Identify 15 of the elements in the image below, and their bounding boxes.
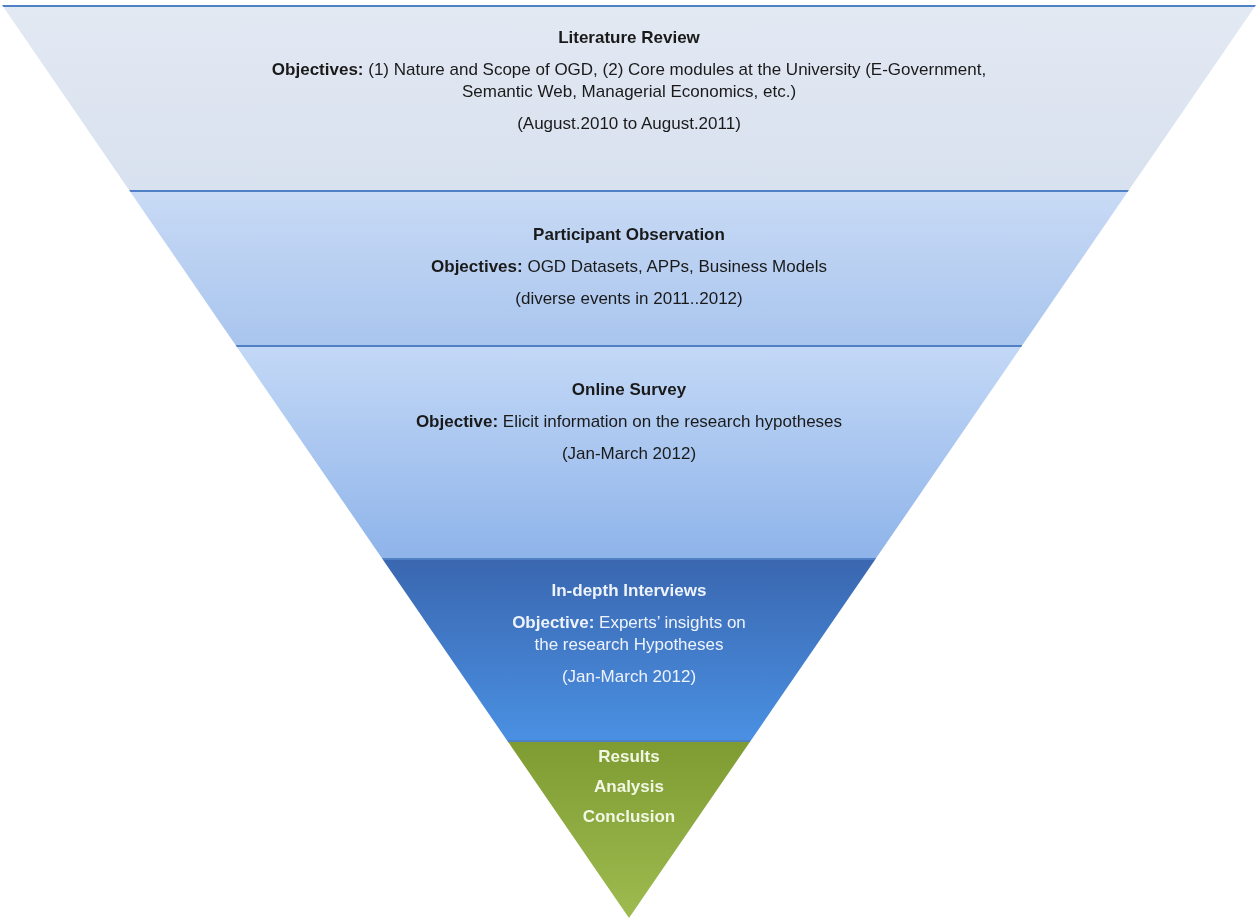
band-title: In-depth Interviews — [551, 580, 707, 602]
objective-text: Objective: Experts’ insights on the research Hypotheses — [511, 612, 747, 656]
objective-text: Objectives: OGD Datasets, APPs, Business Models — [431, 256, 827, 278]
date-range: (diverse events in 2011..2012) — [515, 288, 743, 310]
band-title: Online Survey — [571, 379, 687, 401]
stage-label: Results — [598, 746, 660, 768]
band-title: Literature Review — [558, 27, 700, 49]
stage-label: Conclusion — [582, 806, 676, 828]
objective-text: Objective: Elicit information on the research hypotheses — [415, 411, 843, 433]
date-range: (Jan-March 2012) — [561, 666, 697, 688]
objective-text: Objectives: (1) Nature and Scope of OGD, (2) Core modules at the University (E-Government, Semantic Web, Managerial Economics, etc.) — [270, 59, 988, 103]
band-title: Participant Observation — [533, 224, 725, 246]
stage-label: Analysis — [594, 776, 664, 798]
date-range: (August.2010 to August.2011) — [517, 113, 741, 135]
date-range: (Jan-March 2012) — [561, 443, 697, 465]
